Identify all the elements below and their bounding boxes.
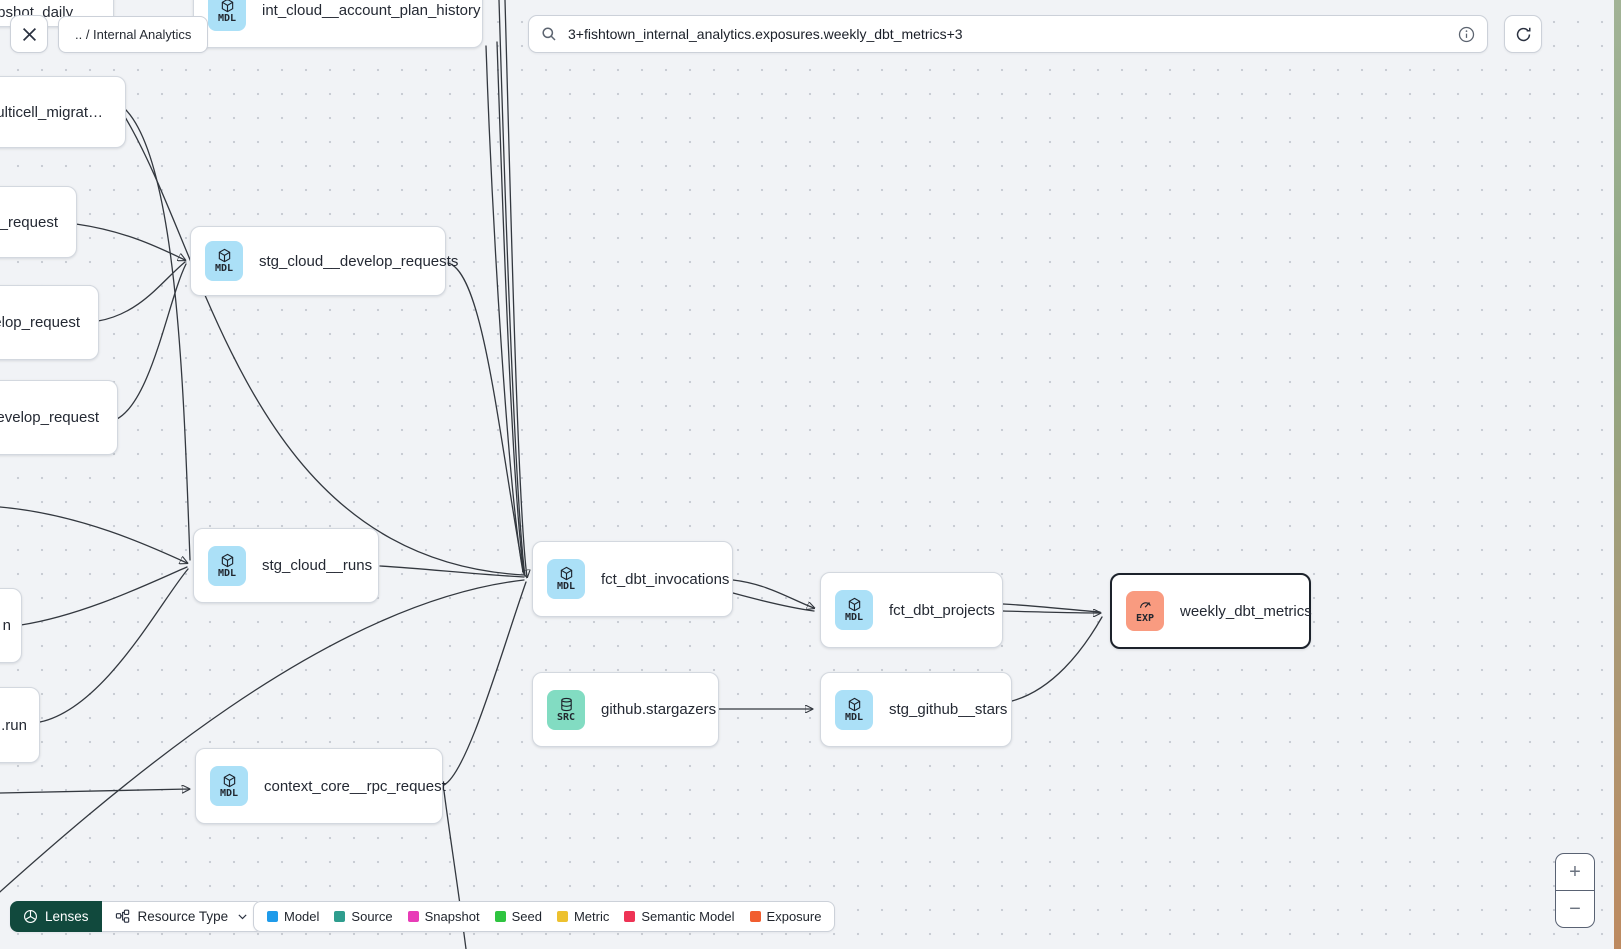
node-develop-request-1[interactable]: p_request — [0, 186, 77, 258]
cube-icon — [848, 697, 860, 711]
node-label: velop_request — [0, 314, 80, 331]
badge-label: MDL — [556, 581, 576, 592]
node-label: fct_dbt_invocations — [601, 570, 730, 588]
badge-label: MDL — [844, 711, 864, 723]
node-develop-request-2[interactable]: velop_request — [0, 285, 99, 360]
badge-label: EXP — [1135, 613, 1155, 624]
source-color-swatch — [334, 911, 346, 922]
search-bar[interactable] — [528, 15, 1488, 53]
node-label: stg_github__stars — [889, 701, 1008, 718]
exposure-color-swatch — [749, 911, 761, 922]
node-github-stargazers[interactable]: SRC github.stargazers — [532, 672, 719, 747]
exposure-badge: EXP — [1126, 591, 1164, 631]
cube-icon — [221, 553, 233, 567]
snapshot-color-swatch — [407, 911, 419, 922]
model-color-swatch — [267, 911, 278, 922]
lenses-icon — [24, 910, 37, 923]
node-label: multicell_migrat… — [0, 103, 103, 121]
breadcrumb[interactable]: .. / Internal Analytics — [58, 16, 209, 53]
cube-icon — [221, 0, 233, 12]
seed-color-swatch — [494, 911, 506, 922]
node-label: context_core__rpc_request — [264, 777, 446, 795]
database-icon — [560, 697, 572, 711]
legend-item-snapshot: Snapshot — [407, 909, 480, 924]
lenses-button[interactable]: Lenses — [10, 901, 102, 932]
zoom-out-button[interactable]: − — [1569, 897, 1581, 920]
legend-item-model: Model — [267, 909, 319, 924]
node-int-cloud-account-plan-history[interactable]: MDL int_cloud__account_plan_history — [193, 0, 483, 48]
node-label: n — [2, 617, 11, 634]
legend-item-semantic-model: Semantic Model — [624, 909, 735, 924]
resource-type-icon — [115, 909, 129, 923]
node-partial-n[interactable]: n — [0, 588, 22, 663]
node-fct-dbt-invocations[interactable]: MDL fct_dbt_invocations — [532, 541, 733, 617]
node-multicell-migration[interactable]: multicell_migrat… — [0, 76, 126, 148]
cube-icon — [223, 773, 235, 788]
breadcrumb-label: .. / Internal Analytics — [75, 27, 192, 42]
model-badge: MDL — [210, 766, 248, 806]
node-label: fct_dbt_projects — [889, 601, 995, 619]
node-develop-request-3[interactable]: .develop_request — [0, 380, 118, 455]
close-icon — [22, 27, 36, 41]
legend-item-exposure: Exposure — [749, 909, 821, 924]
resource-type-dropdown[interactable]: Resource Type — [101, 901, 264, 932]
node-stg-cloud-runs[interactable]: MDL stg_cloud__runs — [193, 528, 379, 603]
node-stg-cloud-develop-requests[interactable]: MDL stg_cloud__develop_requests — [190, 226, 458, 296]
gauge-icon — [1139, 602, 1151, 608]
model-badge: MDL — [208, 545, 246, 586]
badge-label: MDL — [217, 567, 237, 579]
node-weekly-dbt-metrics[interactable]: EXP weekly_dbt_metrics — [1110, 573, 1312, 649]
search-icon — [542, 27, 556, 41]
node-partial-run[interactable]: .run — [0, 687, 40, 763]
legend-item-metric: Metric — [556, 909, 609, 924]
node-label: int_cloud__account_plan_history — [262, 2, 481, 19]
refresh-icon — [1516, 27, 1531, 41]
node-stg-github-stars[interactable]: MDL stg_github__stars — [820, 672, 1012, 747]
node-fct-dbt-projects[interactable]: MDL fct_dbt_projects — [820, 572, 1003, 648]
legend-item-source: Source — [334, 909, 393, 924]
node-label: .develop_request — [0, 409, 99, 426]
badge-label: MDL — [214, 263, 234, 274]
zoom-in-button[interactable]: + — [1556, 854, 1594, 891]
node-label: .run — [1, 716, 27, 734]
badge-label: MDL — [217, 12, 237, 24]
badge-label: SRC — [556, 711, 576, 723]
node-label: github.stargazers — [601, 701, 717, 718]
close-button[interactable] — [10, 15, 48, 53]
badge-label: MDL — [219, 788, 239, 799]
model-badge: MDL — [208, 0, 246, 31]
chevron-down-icon — [238, 914, 247, 920]
cube-icon — [218, 248, 230, 263]
model-badge: MDL — [835, 590, 873, 630]
source-badge: SRC — [547, 689, 585, 730]
zoom-controls: + − — [1555, 853, 1595, 928]
cube-icon — [560, 566, 572, 581]
node-context-core-rpc-request[interactable]: MDL context_core__rpc_request — [195, 748, 446, 824]
info-icon[interactable] — [1458, 26, 1475, 43]
node-label: p_request — [0, 213, 58, 231]
node-label: weekly_dbt_metrics — [1180, 602, 1312, 620]
lenses-toolbar: Lenses Resource Type — [10, 901, 264, 932]
refresh-button[interactable] — [1504, 15, 1542, 53]
badge-label: MDL — [844, 612, 864, 623]
node-label: stg_cloud__runs — [262, 557, 373, 574]
model-badge: MDL — [835, 689, 873, 730]
search-input[interactable] — [566, 25, 1449, 43]
model-badge: MDL — [547, 559, 585, 599]
desktop-edge-strip — [1614, 0, 1621, 949]
cube-icon — [848, 597, 860, 612]
resource-type-label: Resource Type — [137, 909, 229, 924]
node-label: stg_cloud__develop_requests — [259, 252, 459, 270]
resource-type-legend: Model Source Snapshot Seed Metric Semant… — [253, 901, 836, 932]
legend-item-seed: Seed — [494, 909, 542, 924]
model-badge: MDL — [205, 241, 243, 281]
lenses-label: Lenses — [45, 909, 89, 924]
semantic-model-color-swatch — [624, 911, 636, 922]
metric-color-swatch — [556, 911, 568, 922]
